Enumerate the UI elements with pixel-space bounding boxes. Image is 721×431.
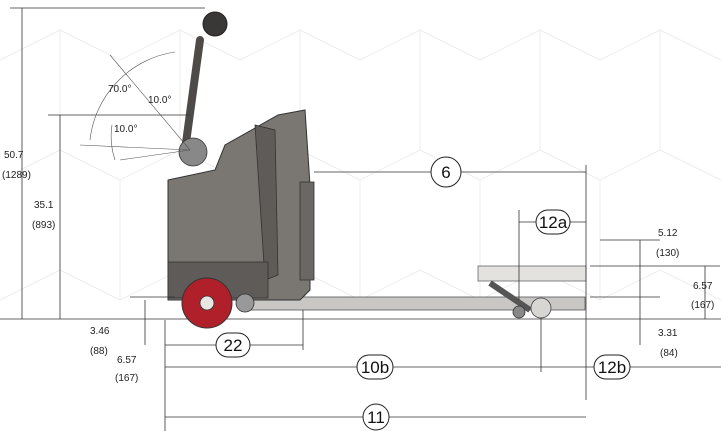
pivot-height-inch: 35.1 — [34, 200, 54, 211]
angle-mid-label: 10.0° — [148, 95, 171, 106]
drive-wheel-hub — [199, 295, 215, 311]
callout-11: 11 — [367, 408, 385, 427]
fork-linkage — [488, 280, 532, 313]
callout-wheelbase: 22 — [215, 332, 251, 358]
caster-wheel — [235, 293, 255, 313]
raised-fork-outline — [477, 265, 587, 282]
body-side-panel — [254, 124, 279, 281]
callout-overall-length: 11 — [362, 403, 390, 431]
clearance-mm: (88) — [90, 346, 108, 357]
callout-12b: 12b — [598, 358, 626, 377]
drive-offset-mm: (167) — [115, 373, 138, 384]
callout-10b: 10b — [361, 358, 389, 377]
callout-12a: 12a — [539, 213, 568, 232]
callout-22: 22 — [224, 336, 243, 355]
overall-height-mm: (1289) — [2, 170, 31, 181]
linkage-pivot — [512, 305, 526, 319]
fork-top-mm: (130) — [656, 248, 679, 259]
background-hex-pattern — [0, 29, 721, 301]
clearance-inch: 3.46 — [90, 326, 110, 337]
callout-fork-tip: 12a — [535, 209, 571, 235]
angle-lower-label: 10.0° — [114, 124, 137, 135]
tiller-head — [202, 11, 228, 37]
overall-height-inch: 50.7 — [4, 150, 24, 161]
lift-height-inch: 6.57 — [693, 281, 713, 292]
callout-fork-end: 12b — [593, 354, 631, 380]
load-wheel — [530, 297, 552, 319]
tiller-arm — [181, 36, 204, 154]
fork-lowered-mm: (84) — [660, 348, 678, 359]
left-vertical-dims — [10, 7, 205, 319]
truck-drawing — [167, 11, 587, 329]
callout-6: 6 — [441, 163, 450, 182]
pivot-height-mm: (893) — [32, 220, 55, 231]
angle-upper-label: 70.0° — [108, 84, 131, 95]
fork-top-inch: 5.12 — [658, 228, 678, 239]
right-vertical-dims — [585, 165, 720, 400]
tiller-angle-guides — [79, 51, 191, 161]
callout-fork-length: 6 — [430, 156, 462, 188]
drive-offset-inch: 6.57 — [117, 355, 137, 366]
fork-lowered-inch: 3.31 — [658, 328, 678, 339]
rear-panel — [299, 181, 315, 281]
lift-height-mm: (167) — [691, 300, 714, 311]
callout-load-wheel-span: 10b — [356, 354, 394, 380]
